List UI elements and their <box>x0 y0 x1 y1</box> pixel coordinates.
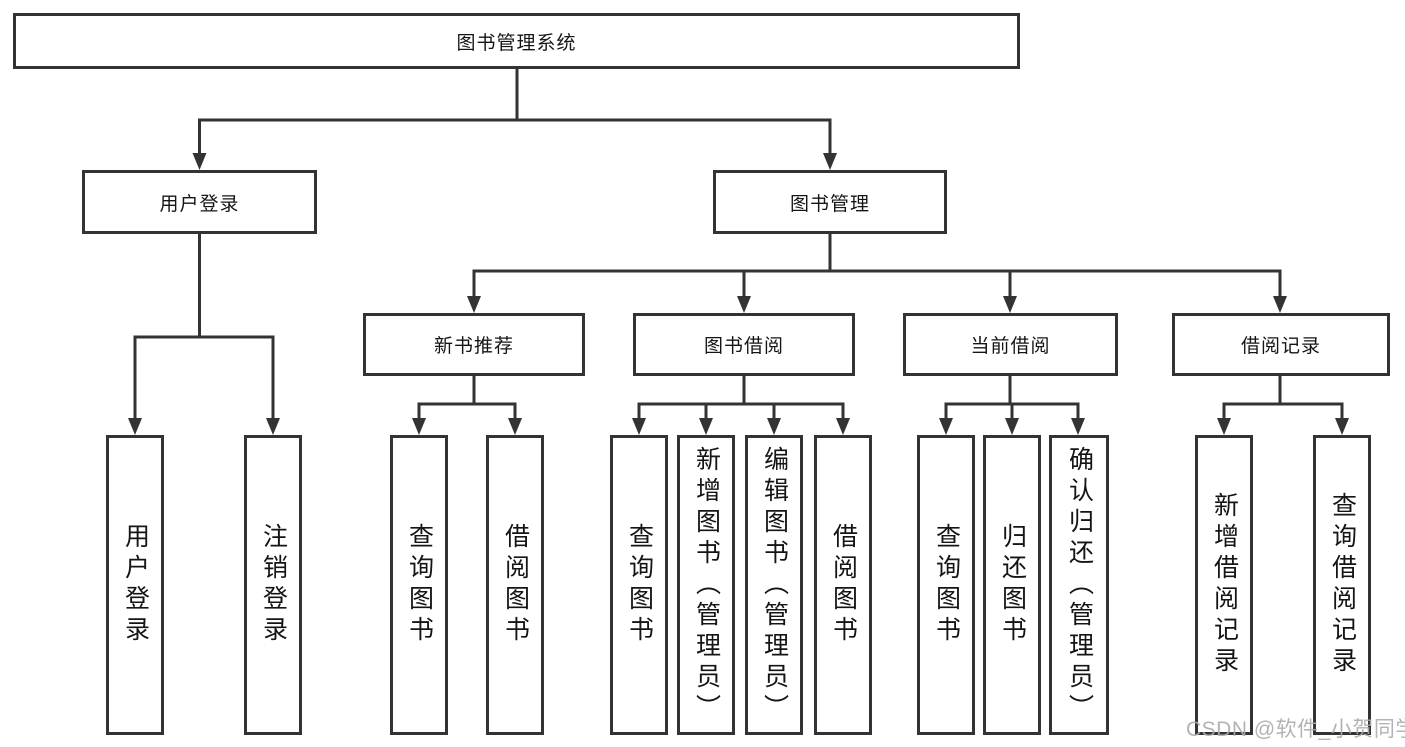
leaf-confirm-return-admin-label: 确认归还（管理员） <box>1065 445 1094 725</box>
node-book-management: 图书管理 <box>713 170 947 234</box>
node-borrowing-records-label: 借阅记录 <box>1240 336 1321 357</box>
leaf-borrowing-query-books-label: 查询图书 <box>625 523 654 647</box>
leaf-add-books-admin: 新增图书（管理员） <box>677 435 735 735</box>
leaf-edit-books-admin-label: 编辑图书（管理员） <box>760 445 789 725</box>
node-book-borrowing-label: 图书借阅 <box>703 336 784 357</box>
watermark: CSDN @软件_小贺同学 <box>1186 718 1405 741</box>
node-root-label: 图书管理系统 <box>456 32 577 54</box>
leaf-current-query-books: 查询图书 <box>917 435 975 735</box>
leaf-logout: 注销登录 <box>244 435 302 735</box>
leaf-query-borrow-record-label: 查询借阅记录 <box>1328 492 1357 678</box>
node-book-borrowing: 图书借阅 <box>633 313 855 376</box>
leaf-user-login: 用户登录 <box>106 435 164 735</box>
leaf-add-books-admin-label: 新增图书（管理员） <box>692 445 721 725</box>
node-user-login-label: 用户登录 <box>159 193 240 215</box>
leaf-return-books: 归还图书 <box>983 435 1041 735</box>
node-new-book-recommendation: 新书推荐 <box>363 313 585 376</box>
leaf-recommend-borrow-books: 借阅图书 <box>486 435 544 735</box>
leaf-add-borrow-record-label: 新增借阅记录 <box>1210 492 1239 678</box>
leaf-borrowing-borrow-books-label: 借阅图书 <box>829 523 858 647</box>
node-book-management-label: 图书管理 <box>789 193 870 215</box>
node-new-book-recommendation-label: 新书推荐 <box>433 336 514 357</box>
node-user-login: 用户登录 <box>82 170 317 234</box>
leaf-recommend-borrow-books-label: 借阅图书 <box>501 523 530 647</box>
node-borrowing-records: 借阅记录 <box>1172 313 1390 376</box>
node-current-borrowing: 当前借阅 <box>903 313 1118 376</box>
leaf-return-books-label: 归还图书 <box>998 523 1027 647</box>
leaf-add-borrow-record: 新增借阅记录 <box>1195 435 1253 735</box>
leaf-recommend-query-books-label: 查询图书 <box>405 523 434 647</box>
leaf-recommend-query-books: 查询图书 <box>390 435 448 735</box>
leaf-confirm-return-admin: 确认归还（管理员） <box>1049 435 1109 735</box>
leaf-borrowing-query-books: 查询图书 <box>610 435 668 735</box>
node-root: 图书管理系统 <box>13 13 1020 69</box>
leaf-borrowing-borrow-books: 借阅图书 <box>814 435 872 735</box>
leaf-current-query-books-label: 查询图书 <box>932 523 961 647</box>
node-current-borrowing-label: 当前借阅 <box>970 336 1051 357</box>
leaf-logout-label: 注销登录 <box>259 523 288 647</box>
leaf-user-login-label: 用户登录 <box>121 523 150 647</box>
leaf-query-borrow-record: 查询借阅记录 <box>1313 435 1371 735</box>
leaf-edit-books-admin: 编辑图书（管理员） <box>745 435 803 735</box>
